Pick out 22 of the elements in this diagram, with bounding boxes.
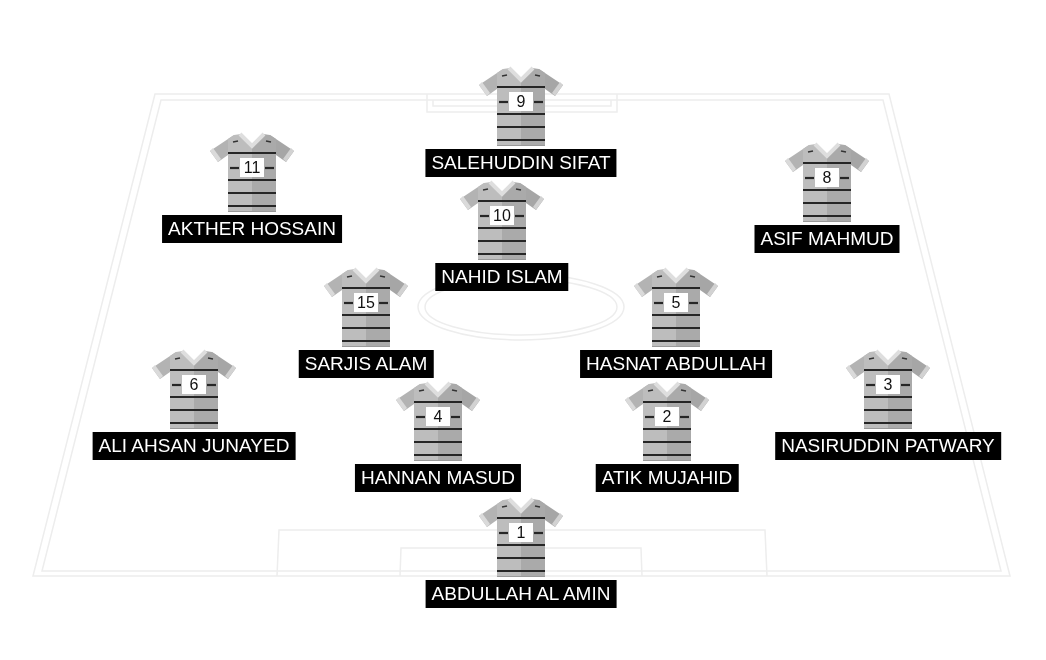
- shirt-number: 2: [655, 407, 679, 426]
- player-name-label: SALEHUDDIN SIFAT: [425, 149, 617, 177]
- shirt-number: 10: [490, 206, 514, 225]
- shirt-number: 6: [182, 375, 206, 394]
- player-name-label: HANNAN MASUD: [354, 464, 522, 492]
- player-name-label: ABDULLAH AL AMIN: [425, 580, 617, 608]
- shirt-number: 8: [815, 168, 839, 187]
- shirt-number: 1: [509, 523, 533, 542]
- shirt-number: 4: [426, 407, 450, 426]
- player-name-label: NAHID ISLAM: [435, 263, 569, 291]
- shirt-number: 11: [240, 158, 264, 177]
- player-name-label: SARJIS ALAM: [298, 350, 434, 378]
- player-name-label: HASNAT ABDULLAH: [580, 350, 772, 378]
- shirt-number: 3: [876, 375, 900, 394]
- player-name-label: AKTHER HOSSAIN: [162, 215, 342, 243]
- player-name-label: ALI AHSAN JUNAYED: [92, 432, 296, 460]
- player-name-label: ASIF MAHMUD: [754, 225, 900, 253]
- shirt-number: 15: [354, 293, 378, 312]
- shirt-number: 5: [664, 293, 688, 312]
- player-name-label: ATIK MUJAHID: [595, 464, 739, 492]
- shirt-number: 9: [509, 92, 533, 111]
- player-name-label: NASIRUDDIN PATWARY: [775, 432, 1001, 460]
